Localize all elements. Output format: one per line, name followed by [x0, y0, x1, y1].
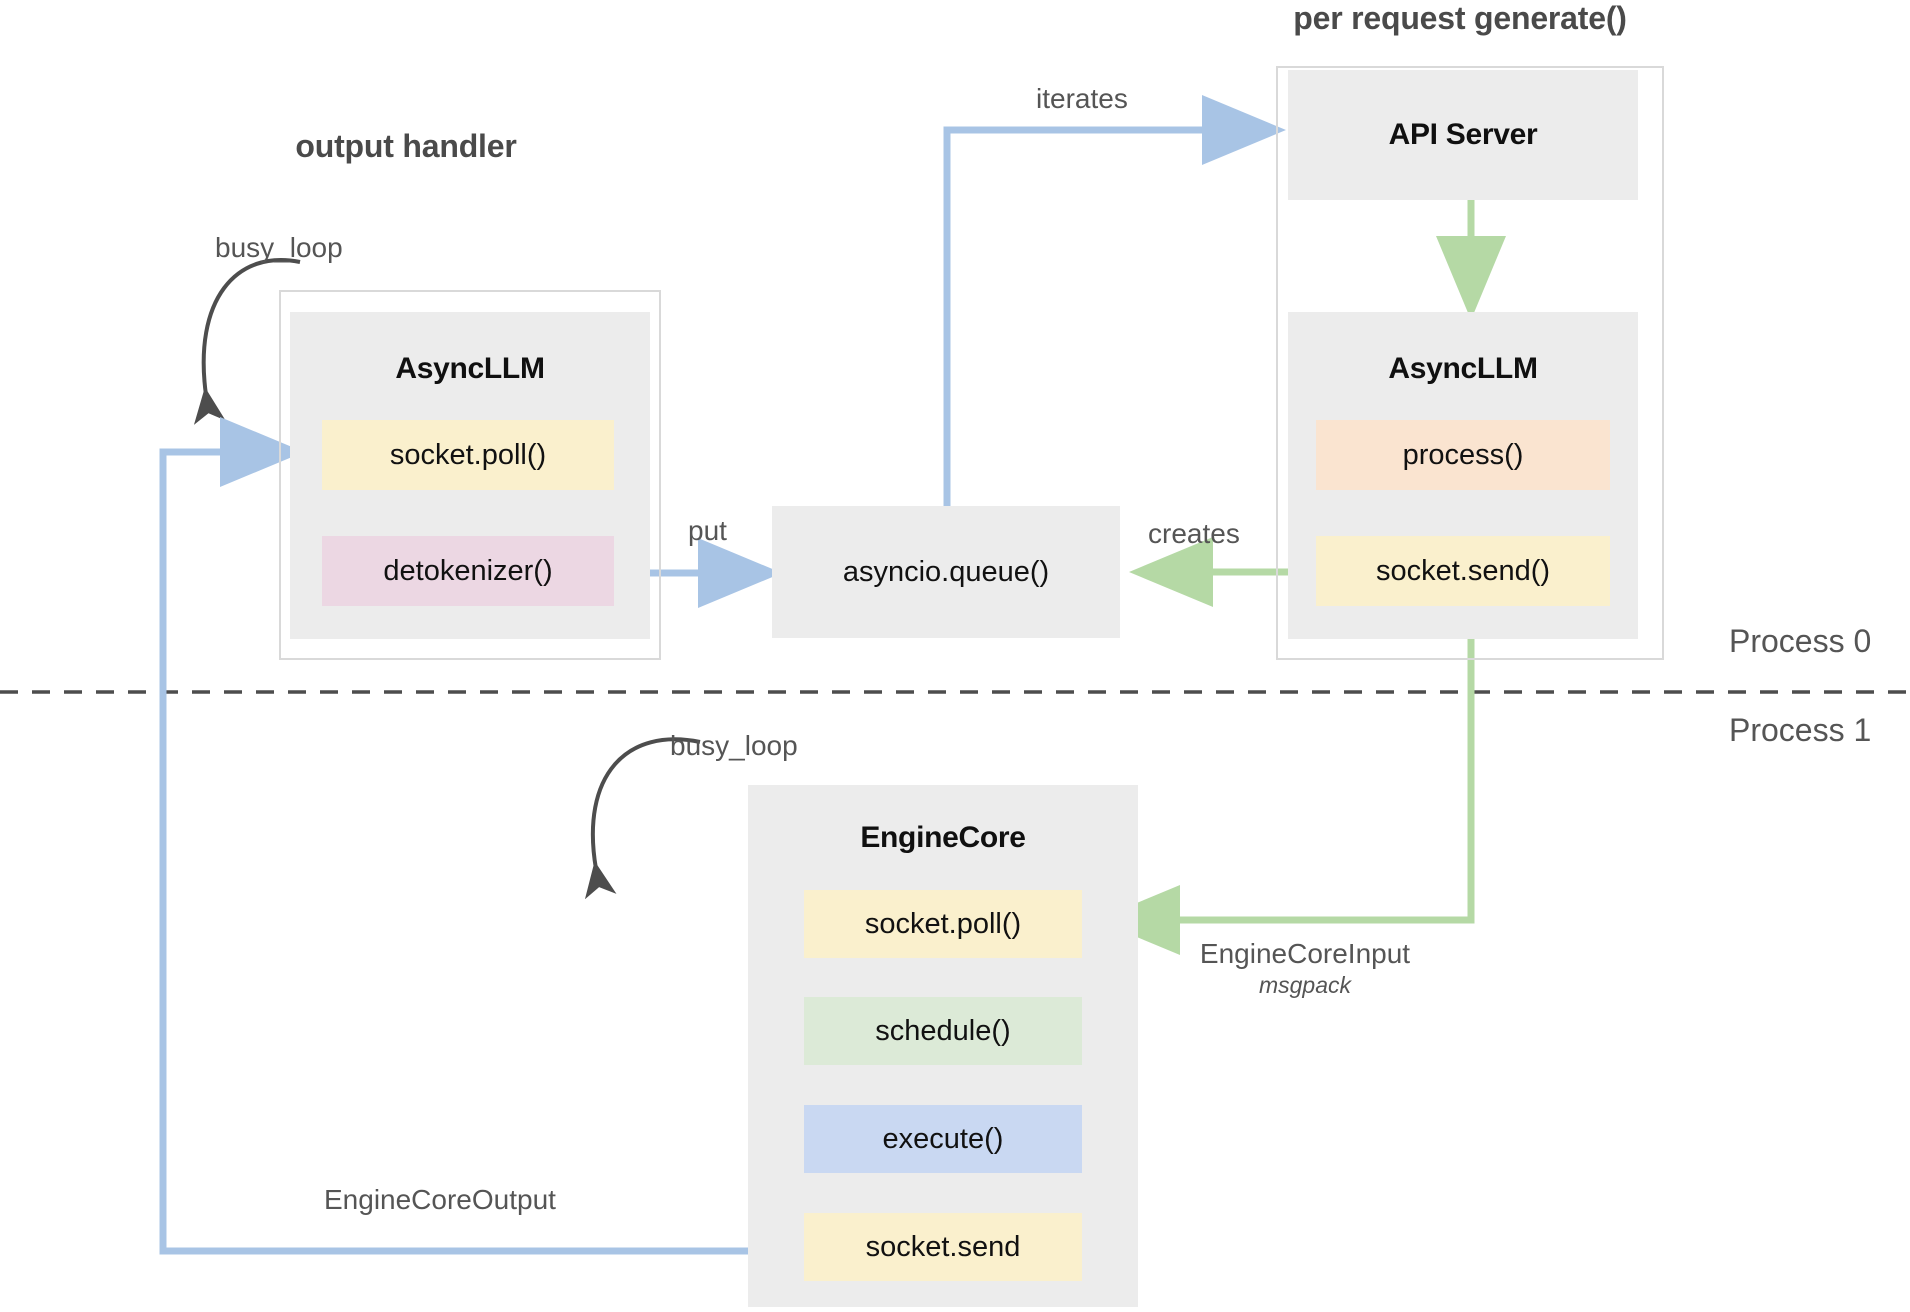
output-handler-frame: [279, 290, 661, 660]
process-1-label: Process 1: [1729, 712, 1872, 748]
engine-core-input-label-group: EngineCoreInput msgpack: [1175, 938, 1435, 999]
asyncio-queue-box[interactable]: asyncio.queue(): [772, 506, 1120, 638]
chip-socket-send-asyncllm[interactable]: socket.send(): [1316, 536, 1610, 606]
creates-label: creates: [1148, 518, 1240, 549]
chip-execute[interactable]: execute(): [804, 1105, 1082, 1173]
engine-core-output-label: EngineCoreOutput: [324, 1184, 556, 1215]
iterates-arrow: [943, 95, 1286, 508]
chip-socket-poll-output-handler[interactable]: socket.poll(): [322, 420, 614, 490]
chip-process[interactable]: process(): [1316, 420, 1610, 490]
per-request-generate-frame: [1276, 66, 1664, 660]
chip-detokenizer[interactable]: detokenizer(): [322, 536, 614, 606]
output-handler-asyncllm-box[interactable]: AsyncLLM socket.poll() detokenizer(): [290, 312, 650, 639]
output-handler-asyncllm-title: AsyncLLM: [395, 352, 545, 385]
api-server-box[interactable]: API Server: [1288, 70, 1638, 200]
output-handler-title: output handler: [295, 128, 517, 164]
chip-schedule[interactable]: schedule(): [804, 997, 1082, 1065]
iterates-label: iterates: [1036, 83, 1128, 114]
engine-core-title: EngineCore: [860, 821, 1026, 854]
put-label: put: [688, 515, 727, 546]
chip-socket-poll-engine-core[interactable]: socket.poll(): [804, 890, 1082, 958]
engine-core-input-sublabel: msgpack: [1258, 972, 1352, 998]
process-0-label: Process 0: [1729, 623, 1872, 659]
asyncio-queue-label: asyncio.queue(): [842, 555, 1050, 588]
engine-core-box[interactable]: EngineCore socket.poll() schedule() exec…: [748, 785, 1138, 1307]
busy-loop-label-bottom: busy_loop: [670, 730, 798, 761]
request-asyncllm-box[interactable]: AsyncLLM process() socket.send(): [1288, 312, 1638, 639]
api-server-title: API Server: [1388, 118, 1538, 151]
per-request-generate-title: per request generate(): [1293, 0, 1627, 36]
engine-core-input-label: EngineCoreInput: [1199, 938, 1411, 969]
busy-loop-label-top: busy_loop: [215, 232, 343, 263]
request-asyncllm-title: AsyncLLM: [1388, 352, 1538, 385]
chip-socket-send-engine-core[interactable]: socket.send: [804, 1213, 1082, 1281]
